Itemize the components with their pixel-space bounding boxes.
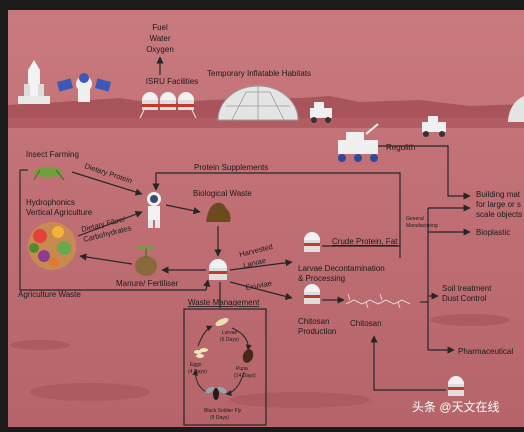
eggs-icon <box>194 348 208 358</box>
habitat-dome-icon <box>217 85 299 121</box>
isru-output-oxygen: Oxygen <box>146 45 174 54</box>
dust-control-label: Dust Control <box>442 294 487 303</box>
bioplastic-label: Bioplastic <box>476 228 510 237</box>
isru-output-water: Water <box>149 34 170 43</box>
lifecycle-box <box>183 308 267 426</box>
waste-management-pod-icon <box>209 259 227 280</box>
chitosan-production-label-2: Production <box>298 327 336 336</box>
manure-label: Manure/ Fertiliser <box>116 279 179 288</box>
chitosan-production-pod-icon <box>304 284 320 304</box>
waste-management-label: Waste Management <box>188 298 260 307</box>
pupa-icon <box>242 349 254 363</box>
lifecycle-cycle <box>192 325 252 397</box>
crude-protein-label: Crude Protein, Fat <box>332 237 398 246</box>
sprout-icon <box>135 246 157 276</box>
hydroponics-label: Hydrophonics <box>26 198 75 207</box>
watermark: 头条 @天文在线 <box>412 399 500 414</box>
larvae-decon-label: Larvae Decontamination <box>298 264 385 273</box>
building-material-label-1: Building mat <box>476 190 521 199</box>
vertical-agriculture-label: Vertical Agriculture <box>26 208 93 217</box>
chitosan-molecule-icon <box>345 293 411 309</box>
isru-label: ISRU Facilities <box>146 77 198 86</box>
insect-farming-label: Insect Farming <box>26 150 79 159</box>
biological-waste-label: Biological Waste <box>193 189 252 198</box>
manufacturing-label: Manufacturing <box>406 223 438 229</box>
agriculture-waste-label: Agriculture Waste <box>18 290 81 299</box>
larvae-icon <box>215 317 229 327</box>
larvae-processing-pod-icon <box>304 232 320 252</box>
larvae-stage-days: (6 Days) <box>220 337 239 343</box>
eggs-stage-label: Eggs <box>190 362 202 368</box>
grasshopper-icon <box>33 167 65 181</box>
larvae-stage-label: Larvae <box>222 330 238 336</box>
fly-icon <box>205 386 227 400</box>
pupa-stage-days: (14 Days) <box>234 373 256 379</box>
protein-supplements-label: Protein Supplements <box>194 163 268 172</box>
isru-output-fuel: Fuel <box>152 23 168 32</box>
habitats-label: Temporary Inflatable Habitats <box>207 69 311 78</box>
storage-pod-icon <box>448 376 464 396</box>
waste-pile-icon <box>206 202 231 222</box>
fly-stage-days: (9 Days) <box>210 415 229 421</box>
rocket-icon <box>18 60 50 104</box>
chitosan-label: Chitosan <box>350 319 382 328</box>
flow-arrows <box>19 145 471 391</box>
fly-stage-label: Black Soldier Fly <box>204 408 242 414</box>
soil-treatment-label: Soil treatment <box>442 284 492 293</box>
isru-facility-icon <box>139 92 197 119</box>
rover-icon <box>310 102 332 123</box>
building-material-label-3: scale objects <box>476 210 522 219</box>
astronaut-icon <box>147 192 161 228</box>
building-material-label-2: for large or s <box>476 200 521 209</box>
pharmaceutical-label: Pharmaceutical <box>458 347 513 356</box>
chitosan-production-label-1: Chitosan <box>298 317 330 326</box>
larvae-processing-label: & Processing <box>298 274 345 283</box>
regolith-label: Regolith <box>386 143 415 152</box>
rover-icon <box>422 116 446 137</box>
pupa-stage-label: Pupa <box>236 366 248 372</box>
vegetables-icon <box>28 222 76 270</box>
mining-rover-icon <box>338 123 379 162</box>
dome-edge-icon <box>508 96 524 122</box>
eggs-stage-days: (4 Days) <box>188 369 207 375</box>
general-label: General <box>406 216 424 222</box>
satellite-icon <box>56 73 112 102</box>
